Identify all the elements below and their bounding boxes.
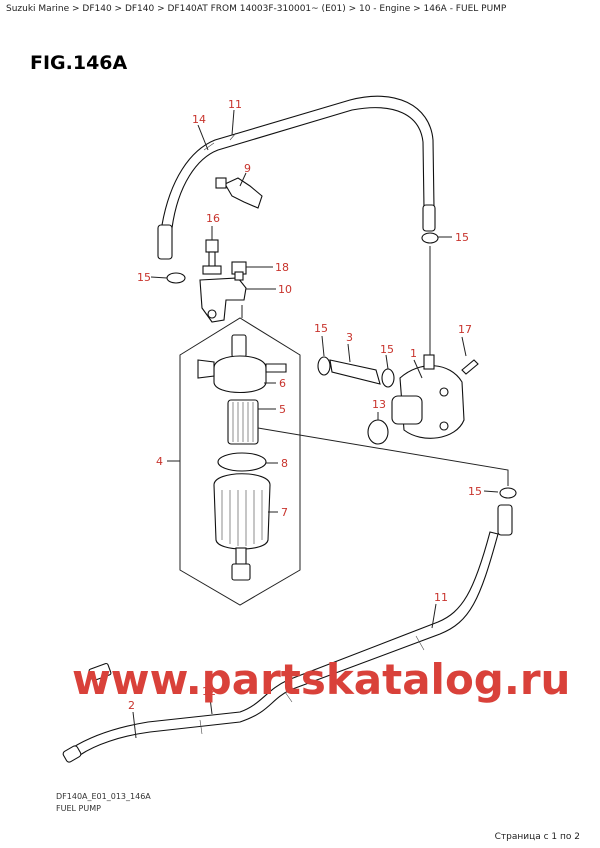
callout-3: 3 (346, 331, 353, 344)
hose-clamps (166, 232, 517, 499)
callout-15-top-right: 15 (455, 231, 469, 244)
callout-2: 2 (128, 699, 135, 712)
callout-15-hose: 15 (314, 322, 328, 335)
bracket-10 (199, 261, 247, 323)
page-info: Страница с 1 по 2 (494, 832, 580, 842)
breadcrumb[interactable]: Suzuki Marine > DF140 > DF140 > DF140AT … (6, 4, 507, 14)
callout-10: 10 (278, 283, 292, 296)
callout-9: 9 (244, 162, 251, 175)
callout-4: 4 (156, 455, 163, 468)
callout-1: 1 (410, 347, 417, 360)
callout-17: 17 (458, 323, 472, 336)
filter-bowl-7 (213, 473, 271, 581)
hose-3 (329, 359, 381, 385)
callout-16: 16 (206, 212, 220, 225)
callout-15-pump: 15 (380, 343, 394, 356)
filter-head-6 (197, 334, 287, 393)
callout-11-lower: 11 (434, 591, 448, 604)
figure-title: FIG.146A (30, 52, 128, 74)
watermark: www.partskatalog.ru (72, 655, 570, 704)
callout-7: 7 (281, 506, 288, 519)
leader-lines (132, 109, 509, 739)
callout-6: 6 (279, 377, 286, 390)
callout-18: 18 (275, 261, 289, 274)
callout-15-left: 15 (137, 271, 151, 284)
diagram-caption: FUEL PUMP (56, 804, 101, 813)
callout-15-lower-right: 15 (468, 485, 482, 498)
callout-13: 13 (372, 398, 386, 411)
callout-5: 5 (279, 403, 286, 416)
upper-hose (157, 95, 436, 260)
filter-assembly-box (179, 317, 301, 606)
fuel-pump-1 (391, 354, 479, 439)
o-ring-13 (367, 419, 389, 445)
filter-element-5 (227, 399, 259, 445)
diagram-code: DF140A_E01_013_146A (56, 792, 151, 801)
clip-9 (215, 177, 263, 209)
callout-12: 12 (202, 685, 216, 698)
o-ring-8 (217, 452, 267, 472)
callout-11-upper: 11 (228, 98, 242, 111)
callout-14: 14 (192, 113, 206, 126)
bolt-16 (202, 239, 222, 275)
callout-8: 8 (281, 457, 288, 470)
lower-hose (62, 504, 513, 763)
